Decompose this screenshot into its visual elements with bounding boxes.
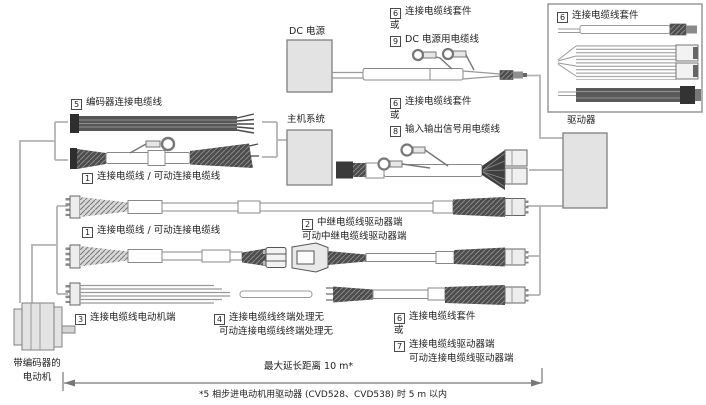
label-number: 9 (390, 35, 401, 47)
host-system-label: 主机系统 (287, 114, 326, 125)
label-connection-cable-top: 1 连接电缆线 / 可动连接电缆线 (82, 170, 220, 184)
relay-plug-connector (263, 247, 287, 268)
motor-end-cable (65, 282, 529, 306)
motor-label-line2: 电动机 (22, 371, 52, 383)
label-text: 可动连接电缆线驱动器端 (409, 353, 514, 364)
io-signal-cable (336, 143, 528, 190)
driver-bottom-bracket (527, 205, 563, 296)
label-text: 连接电缆线套件 (405, 96, 472, 107)
connection-cable-top (65, 195, 529, 219)
driver-box (562, 132, 608, 209)
or-text: 或 (394, 325, 404, 336)
or-text: 或 (390, 110, 400, 121)
label-number: 8 (390, 125, 401, 137)
dimension-arrow (62, 368, 543, 391)
or-text: 或 (390, 20, 400, 31)
host-system-box (286, 129, 333, 186)
dc-power-cable (332, 47, 527, 81)
label-number: 2 (302, 218, 313, 230)
bracket-lines (19, 74, 563, 303)
label-encoder-cable: 5 编码器连接电缆线 (71, 96, 162, 110)
label-number: 6 (390, 7, 401, 19)
encoder-left-bracket (54, 121, 68, 161)
label-number: 7 (394, 340, 405, 352)
label-number: 6 (394, 312, 405, 324)
label-number: 3 (75, 313, 86, 325)
label-text: 连接电缆线驱动器端 (409, 339, 495, 350)
label-text: 连接电缆线套件 (409, 311, 476, 322)
label-text: 可动连接电缆线终端处理无 (219, 326, 334, 337)
dc-power-box (286, 39, 333, 93)
cable-kit-box (547, 3, 703, 113)
connection-cable-relay (65, 242, 529, 273)
label-text: 输入输出信号用电缆线 (405, 124, 501, 135)
dc-power-label: DC 电源 (289, 26, 325, 37)
label-text: 中继电缆线驱动器端 (317, 217, 403, 228)
motor-graphic (13, 302, 76, 351)
label-kit-box: 6 连接电缆线套件 (557, 9, 639, 23)
label-kit-or-driver-end: 6 连接电缆线套件 或 7 连接电缆线驱动器端 可动连接电缆线驱动器端 (394, 310, 514, 366)
label-text: 连接电缆线 / 可动连接电缆线 (97, 225, 221, 236)
footnote: *5 相步进电动机用驱动器 (CVD528、CVD538) 时 5 m 以内 (199, 390, 448, 400)
motor-label-line1: 带编码器的 (13, 358, 61, 369)
io-fanout (482, 150, 505, 190)
label-number: 5 (71, 98, 82, 110)
label-text: DC 电源用电缆线 (405, 34, 479, 45)
label-number: 1 (82, 172, 93, 184)
label-connection-cable-bottom: 1 连接电缆线 / 可动连接电缆线 (82, 224, 220, 238)
label-number: 4 (214, 313, 225, 325)
dc-ground-lugs (411, 47, 475, 71)
relay-receptacle-connector (291, 242, 329, 273)
label-kit-or-dc-cable: 6 连接电缆线套件 或 9 DC 电源用电缆线 (390, 5, 479, 47)
label-text: 编码器连接电缆线 (86, 97, 163, 108)
kit-cable-thin (558, 23, 697, 36)
label-number: 6 (557, 11, 568, 23)
unterminated-cable (239, 290, 313, 298)
cable-left-bracket (56, 205, 68, 295)
ring-terminal (160, 136, 176, 152)
label-text: 连接电缆线 / 可动连接电缆线 (97, 171, 221, 182)
kit-cable-dark (558, 86, 701, 104)
kit-cable-ribbon (557, 44, 699, 80)
ribbon-fray (236, 113, 255, 134)
label-relay-driver-end: 2 中继电缆线驱动器端 可动中继电缆线驱动器端 (302, 216, 407, 244)
dimension-label: 最大延长距离 10 m* (264, 361, 354, 372)
dc-cable-link (527, 74, 563, 139)
label-kit-or-io-cable: 6 连接电缆线套件 或 8 输入输出信号用电缆线 (390, 95, 500, 137)
motor-to-cable-bracket-line (31, 244, 57, 303)
label-text: 连接电缆线套件 (405, 6, 472, 17)
motor-label: 带编码器的 电动机 (0, 357, 74, 384)
label-text: 可动中继电缆线驱动器端 (302, 231, 407, 242)
driver-label: 驱动器 (567, 115, 596, 126)
label-number: 1 (82, 226, 93, 238)
encoder-ground-cable (70, 136, 259, 169)
label-cable-motor-end: 3 连接电缆线电动机端 (75, 311, 176, 325)
label-no-termination: 4 连接电缆线终端处理无 可动连接电缆线终端处理无 (214, 311, 333, 339)
label-text: 连接电缆线套件 (572, 10, 639, 21)
io-ground-lugs (377, 143, 449, 171)
encoder-ribbon-cable (70, 113, 255, 134)
motor-to-encoder-bracket-line (19, 140, 55, 303)
encoder-right-bracket (262, 121, 287, 158)
label-text: 连接电缆线电动机端 (90, 312, 176, 323)
label-text: 连接电缆线终端处理无 (229, 312, 325, 323)
label-number: 6 (390, 97, 401, 109)
